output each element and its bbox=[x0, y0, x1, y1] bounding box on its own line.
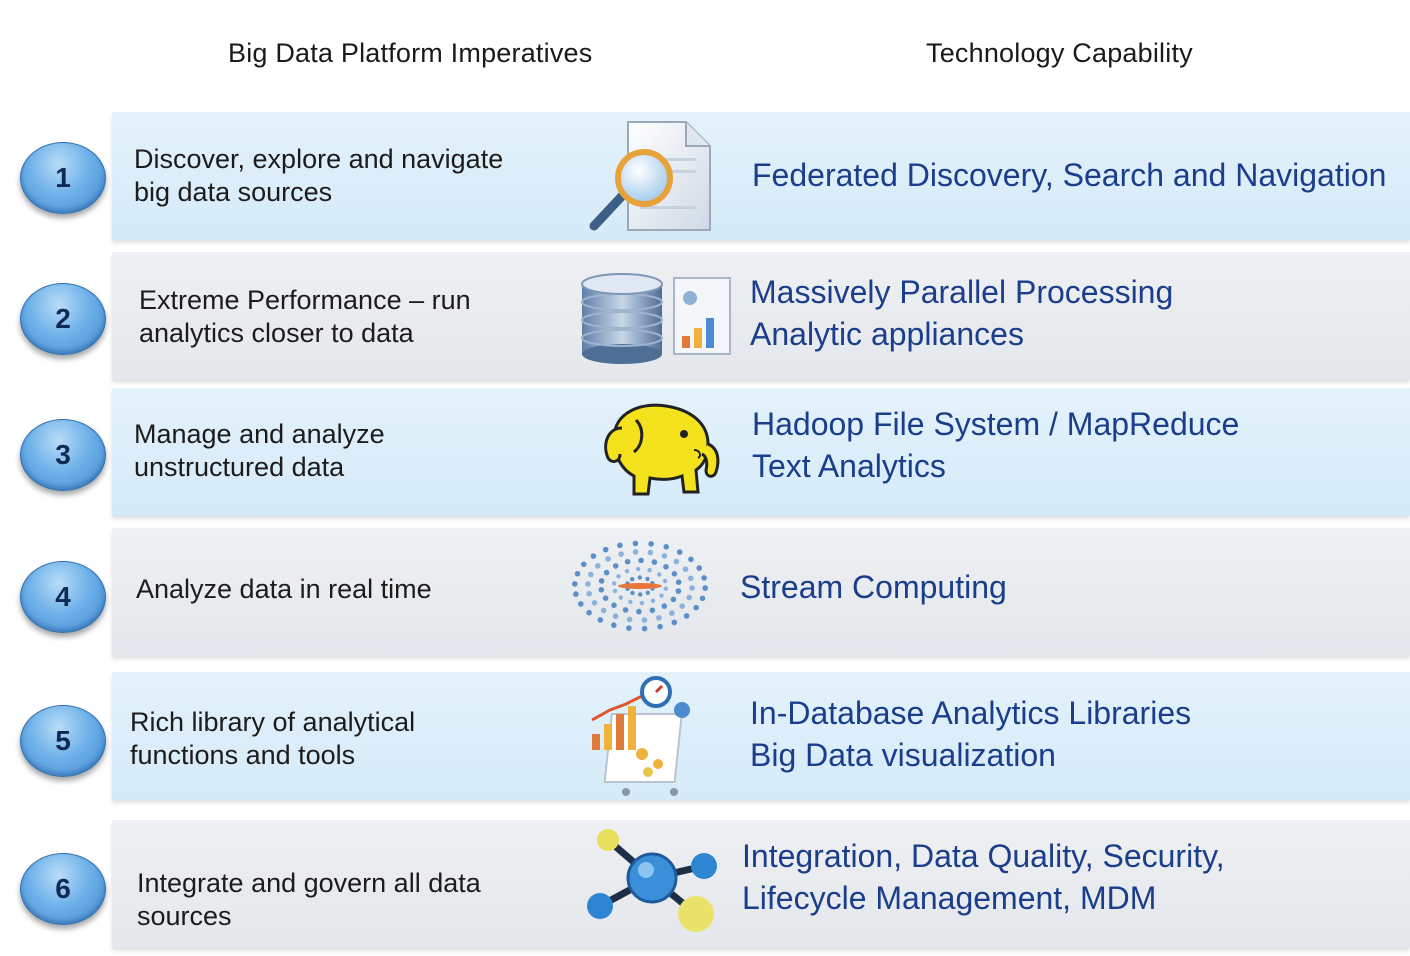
capability-text: Federated Discovery, Search and Navigati… bbox=[752, 154, 1386, 196]
imperative-text: Analyze data in real time bbox=[136, 573, 432, 606]
capability-text: Integration, Data Quality, Security, Lif… bbox=[742, 835, 1225, 919]
integration-hub-icon bbox=[586, 826, 722, 943]
capability-text: Massively Parallel Processing Analytic a… bbox=[750, 271, 1173, 355]
capability-line: Stream Computing bbox=[740, 569, 1007, 605]
imperative-line: Manage and analyze bbox=[134, 419, 385, 449]
imperative-text: Discover, explore and navigate big data … bbox=[134, 143, 503, 209]
row-number-badge: 4 bbox=[20, 561, 106, 633]
row-2 bbox=[112, 252, 1410, 380]
capability-line: Federated Discovery, Search and Navigati… bbox=[752, 157, 1387, 193]
imperative-line: analytics closer to data bbox=[139, 318, 414, 348]
row-6 bbox=[112, 820, 1410, 948]
database-report-icon bbox=[578, 270, 738, 371]
capability-text: In-Database Analytics Libraries Big Data… bbox=[750, 692, 1191, 776]
row-number-badge: 5 bbox=[20, 705, 106, 777]
imperative-line: unstructured data bbox=[134, 452, 345, 482]
capability-line: Lifecycle Management, MDM bbox=[742, 880, 1157, 916]
imperative-line: Extreme Performance – run bbox=[139, 285, 471, 315]
row-number-badge: 1 bbox=[20, 142, 106, 214]
row-3 bbox=[112, 388, 1410, 516]
capability-header: Technology Capability bbox=[926, 38, 1193, 68]
capability-line: Massively Parallel Processing bbox=[750, 274, 1174, 310]
row-number-badge: 2 bbox=[20, 283, 106, 355]
imperative-line: Rich library of analytical bbox=[130, 707, 416, 737]
capability-line: Hadoop File System / MapReduce bbox=[752, 406, 1240, 442]
imperative-text: Rich library of analytical functions and… bbox=[130, 706, 415, 772]
capability-line: Integration, Data Quality, Security, bbox=[742, 838, 1225, 874]
capability-text: Stream Computing bbox=[740, 566, 1007, 608]
imperative-line: sources bbox=[137, 901, 232, 931]
imperative-line: functions and tools bbox=[130, 740, 356, 770]
capability-line: Big Data visualization bbox=[750, 737, 1056, 773]
document-magnifier-icon bbox=[588, 118, 718, 239]
imperative-line: Integrate and govern all data bbox=[137, 868, 481, 898]
hadoop-elephant-icon bbox=[596, 398, 724, 507]
row-number-badge: 6 bbox=[20, 853, 106, 925]
imperative-line: Analyze data in real time bbox=[136, 574, 432, 604]
capability-line: Analytic appliances bbox=[750, 316, 1024, 352]
capability-text: Hadoop File System / MapReduce Text Anal… bbox=[752, 403, 1239, 487]
row-4 bbox=[112, 528, 1410, 656]
stream-dots-icon bbox=[562, 536, 718, 641]
capability-line: Text Analytics bbox=[752, 448, 946, 484]
imperative-text: Integrate and govern all data sources bbox=[137, 867, 481, 933]
capability-line: In-Database Analytics Libraries bbox=[750, 695, 1192, 731]
row-5 bbox=[112, 672, 1410, 800]
imperatives-header: Big Data Platform Imperatives bbox=[228, 38, 593, 68]
row-number-badge: 3 bbox=[20, 419, 106, 491]
row-1 bbox=[112, 112, 1410, 240]
imperative-text: Extreme Performance – run analytics clos… bbox=[139, 284, 471, 350]
imperative-text: Manage and analyze unstructured data bbox=[134, 418, 385, 484]
imperative-line: big data sources bbox=[134, 177, 333, 207]
imperative-line: Discover, explore and navigate bbox=[134, 144, 504, 174]
analytics-chart-icon bbox=[586, 674, 710, 803]
